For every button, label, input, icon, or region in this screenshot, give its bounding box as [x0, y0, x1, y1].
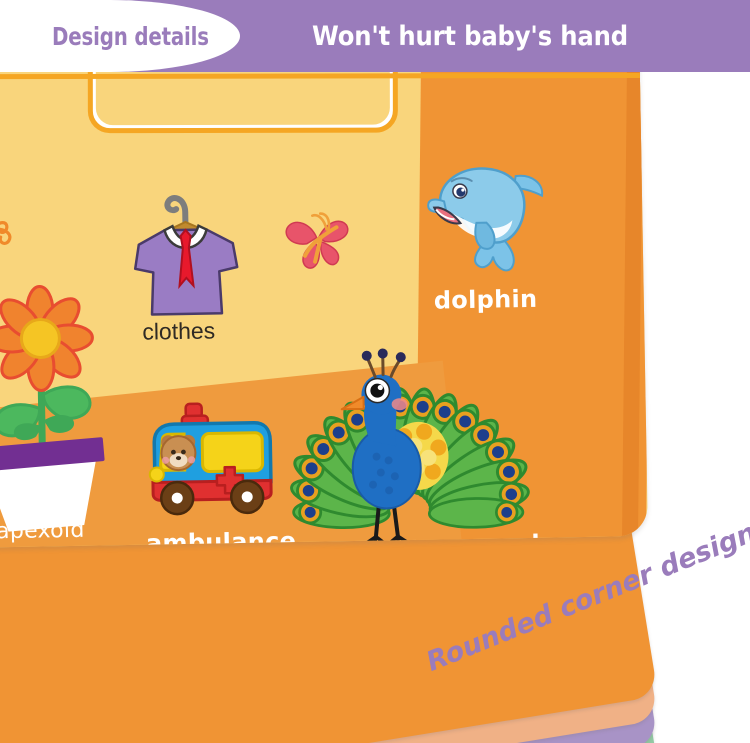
dolphin-icon [423, 151, 555, 275]
blue-butterfly-icon [0, 201, 33, 274]
red-butterfly-icon [280, 207, 353, 274]
card-label-clothes: clothes [142, 317, 216, 345]
header-badge-pill [0, 0, 240, 72]
flower-pot-trapezoid-icon [0, 284, 124, 532]
flash-card: clothes trapexoid ambulance dolphin peac… [0, 57, 648, 549]
ambulance-icon [133, 396, 277, 520]
header-badge-label: Design details [52, 21, 209, 51]
card-label-trapexoid: trapexoid [0, 517, 85, 545]
header-bar: Design details Won't hurt baby's hand [0, 0, 750, 72]
header-title: Won't hurt baby's hand [312, 20, 628, 52]
clothes-hanger-icon [120, 181, 252, 323]
peacock-icon [286, 326, 534, 549]
card-label-dolphin: dolphin [433, 284, 538, 315]
